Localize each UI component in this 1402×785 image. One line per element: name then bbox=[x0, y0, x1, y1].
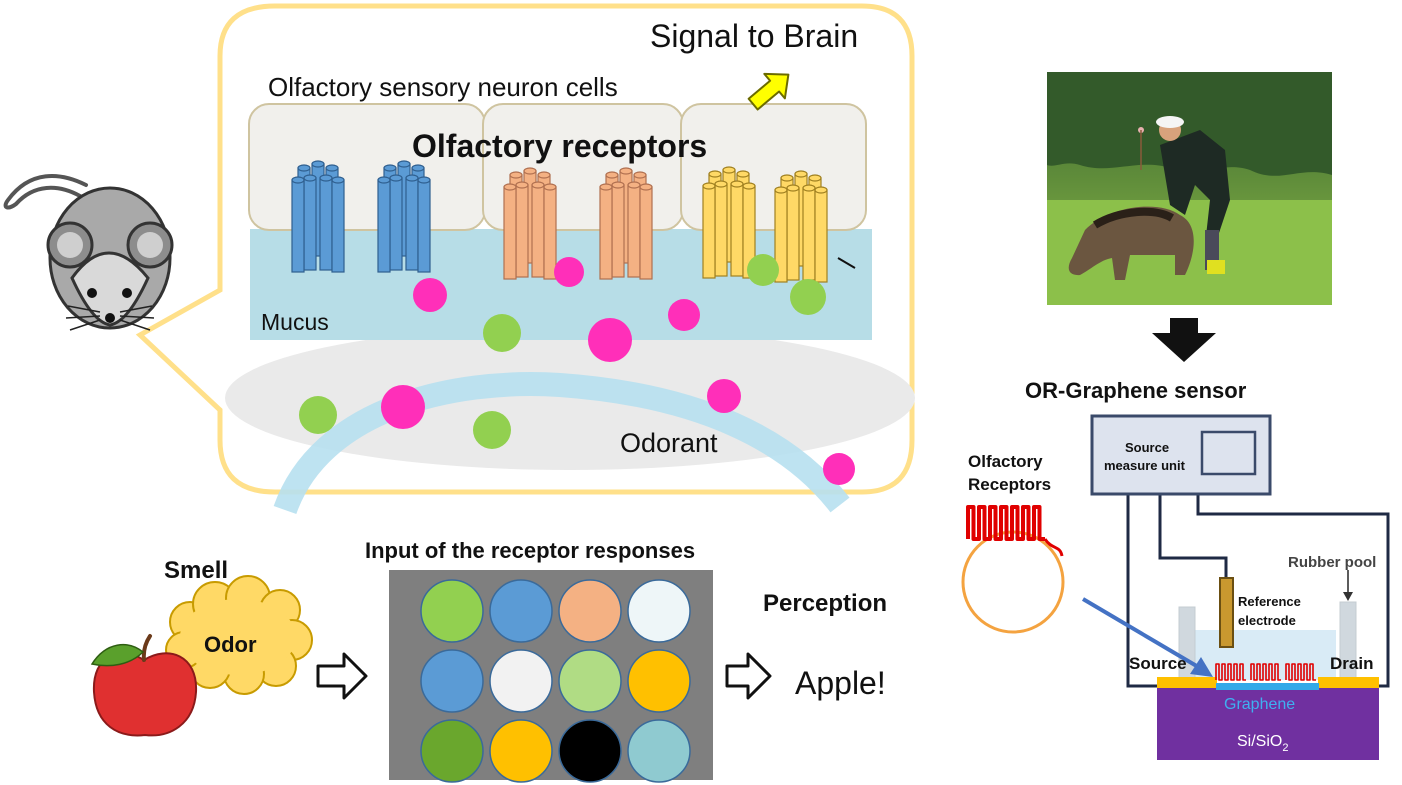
response-cell bbox=[420, 579, 484, 643]
graphene-receptors bbox=[1215, 663, 1316, 681]
hollow-arrow-icon-2 bbox=[725, 652, 772, 700]
odorant-molecule bbox=[473, 411, 511, 449]
receptor-clusters bbox=[291, 160, 828, 283]
dog-photo bbox=[1047, 72, 1332, 305]
mucus-label: Mucus bbox=[261, 309, 329, 335]
response-cell bbox=[489, 579, 553, 643]
response-cell bbox=[627, 579, 691, 643]
receptor-cluster-0 bbox=[291, 160, 345, 273]
down-arrow-icon bbox=[1152, 318, 1216, 362]
response-cell bbox=[489, 719, 553, 783]
odorant-molecule bbox=[668, 299, 700, 331]
airflow-arc bbox=[273, 372, 850, 515]
rubber-pool-label: Rubber pool bbox=[1288, 554, 1376, 571]
odorant-label: Odorant bbox=[620, 428, 718, 458]
odorant-molecule bbox=[299, 396, 337, 434]
or-membrane-circle bbox=[961, 505, 1065, 634]
or-label-line2: Receptors bbox=[968, 475, 1051, 494]
substrate-label: Si/SiO2 bbox=[1237, 733, 1288, 754]
smu-label-line1: Source bbox=[1125, 440, 1169, 455]
response-grid bbox=[420, 579, 691, 783]
receptor-cluster-1 bbox=[377, 160, 431, 273]
odor-cloud bbox=[165, 575, 313, 695]
smell-label: Smell bbox=[164, 557, 228, 584]
mouse-icon bbox=[3, 174, 174, 331]
source-label: Source bbox=[1129, 654, 1187, 673]
yellow-arrow-icon bbox=[747, 72, 790, 111]
olfactory-receptors-label: Olfactory receptors bbox=[412, 128, 707, 164]
sensor-title: OR-Graphene sensor bbox=[1025, 378, 1247, 403]
odor-label: Odor bbox=[204, 632, 257, 657]
response-cell bbox=[420, 649, 484, 713]
neuron-cells-label: Olfactory sensory neuron cells bbox=[268, 72, 618, 102]
receptor-cluster-2 bbox=[503, 167, 557, 280]
odorant-molecule bbox=[823, 453, 855, 485]
hollow-arrow-icon bbox=[316, 652, 368, 700]
odorant-molecule bbox=[588, 318, 632, 362]
response-cell bbox=[627, 649, 691, 713]
drain-label: Drain bbox=[1330, 654, 1373, 673]
signal-to-brain-label: Signal to Brain bbox=[650, 18, 858, 54]
perception-label: Perception bbox=[763, 590, 887, 617]
or-label-line1: Olfactory bbox=[968, 452, 1043, 471]
odorant-molecule bbox=[381, 385, 425, 429]
response-cell bbox=[489, 649, 553, 713]
reference-label-line2: electrode bbox=[1238, 613, 1296, 628]
large-receptor-icon bbox=[966, 505, 1064, 557]
odorant-molecules bbox=[299, 254, 855, 485]
sensor-schematic bbox=[1081, 414, 1390, 760]
odorant-molecule bbox=[554, 257, 584, 287]
smu-label-line2: measure unit bbox=[1104, 458, 1186, 473]
pointer-tick bbox=[837, 257, 856, 269]
odorant-molecule bbox=[707, 379, 741, 413]
response-cell bbox=[627, 719, 691, 783]
response-cell bbox=[558, 649, 622, 713]
odorant-molecule bbox=[483, 314, 521, 352]
odorant-molecule bbox=[790, 279, 826, 315]
apple-icon bbox=[90, 634, 198, 737]
response-cell bbox=[420, 719, 484, 783]
receptor-cluster-5 bbox=[774, 170, 828, 283]
graphene-label: Graphene bbox=[1224, 696, 1295, 713]
response-cell bbox=[558, 719, 622, 783]
result-label: Apple! bbox=[795, 665, 886, 701]
response-cell bbox=[558, 579, 622, 643]
input-title: Input of the receptor responses bbox=[365, 538, 695, 563]
odorant-molecule bbox=[413, 278, 447, 312]
reference-label-line1: Reference bbox=[1238, 594, 1301, 609]
receptor-cluster-4 bbox=[702, 166, 756, 279]
odorant-molecule bbox=[747, 254, 779, 286]
receptor-cluster-3 bbox=[599, 167, 653, 280]
